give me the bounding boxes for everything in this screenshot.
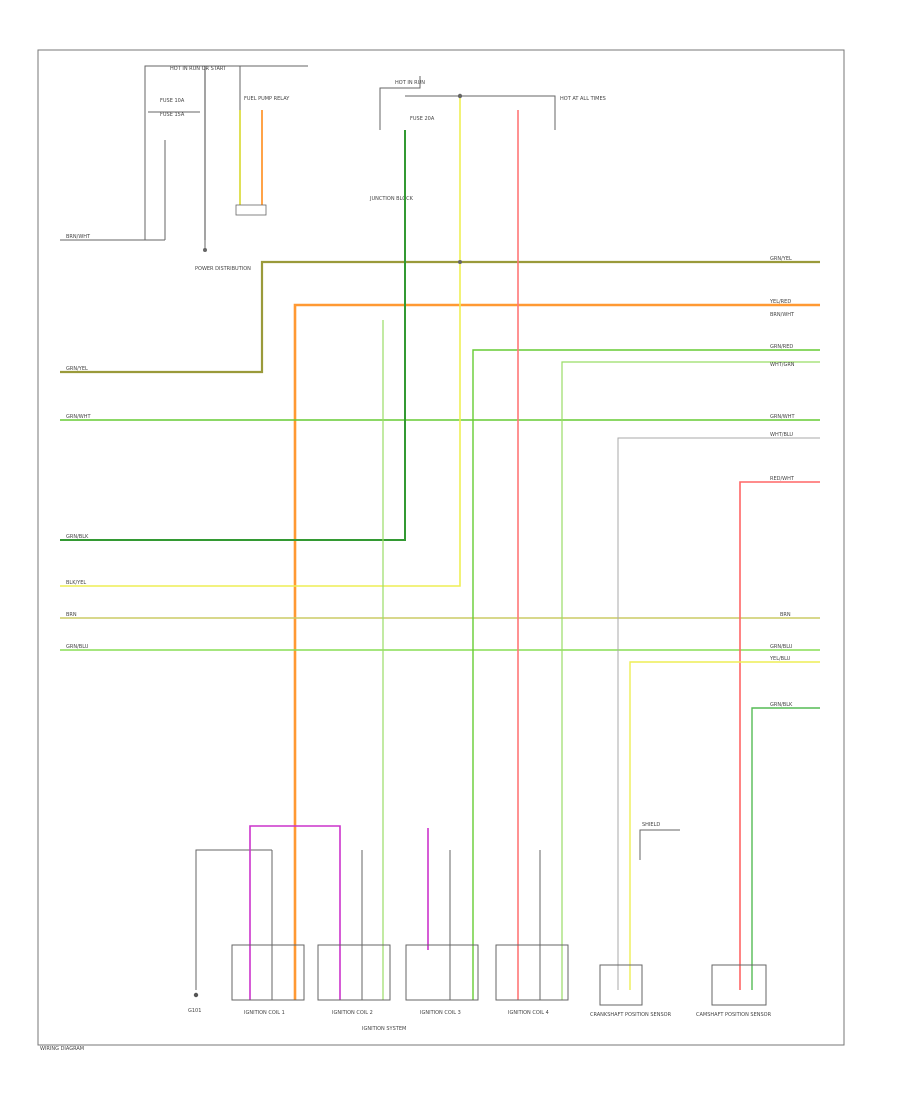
- fuse-block-left-label: HOT IN RUN OR START: [170, 66, 227, 72]
- left-wire-label: GRN/BLK: [66, 534, 89, 540]
- right-wire-label: GRN/BLU: [770, 644, 793, 650]
- relay-label: FUEL PUMP RELAY: [244, 96, 290, 102]
- right-wire-label: GRN/BLK: [770, 702, 793, 708]
- component-label: IGNITION COIL 3: [420, 1010, 461, 1016]
- fuse-left-a-label: FUSE 10A: [160, 98, 185, 104]
- coil-box: [405, 944, 479, 1001]
- component-label: IGNITION COIL 1: [244, 1010, 285, 1016]
- right-wire-label: GRN/RED: [770, 344, 793, 350]
- ground-label: G101: [188, 1008, 201, 1014]
- sensors-area: SHIELD CRANKSHAFT POSITION SENSOR CAMSHA…: [590, 822, 772, 1018]
- left-wire-labels: BRN/WHT GRN/YEL GRN/WHT GRN/BLK BLK/YEL …: [66, 234, 91, 650]
- right-wire-label: RED/WHT: [770, 476, 795, 482]
- main-label: IGNITION SYSTEM: [362, 1026, 406, 1032]
- right-wire-label: BRN: [780, 612, 791, 618]
- left-wire-label: BLK/YEL: [66, 580, 86, 586]
- right-wire-label: GRN/YEL: [770, 256, 792, 262]
- shield-label: SHIELD: [642, 822, 660, 828]
- left-wire-label: BRN: [66, 612, 77, 618]
- left-wire-label: GRN/BLU: [66, 644, 89, 650]
- right-wire-labels: GRN/YEL YEL/RED BRN/WHT GRN/RED WHT/GRN …: [769, 256, 795, 708]
- right-wire-label: GRN/WHT: [770, 414, 795, 420]
- ignition-coils-area: G101 IGNITION COIL 1 IGNITION COIL 2 IGN…: [188, 825, 569, 1032]
- left-wire-label: BRN/WHT: [66, 234, 91, 240]
- component-label: CAMSHAFT POSITION SENSOR: [696, 1012, 772, 1018]
- bus-label: HOT IN RUN: [395, 80, 425, 86]
- coil-box: [231, 944, 305, 1001]
- hot-at-all-times-label: HOT AT ALL TIMES: [560, 96, 606, 102]
- coil-box: [495, 944, 569, 1001]
- fuse-left-b-label: FUSE 15A: [160, 112, 185, 118]
- fuse-right-label: FUSE 20A: [410, 116, 435, 122]
- top-fuse-area: FUSE 10A FUSE 15A FUEL PUMP RELAY HOT IN…: [60, 65, 606, 272]
- right-wire-label: YEL/RED: [769, 299, 791, 305]
- component-label: IGNITION COIL 4: [508, 1010, 549, 1016]
- connector-left-label: POWER DISTRIBUTION: [195, 266, 251, 272]
- wire-rails: [60, 93, 820, 1000]
- sensor-box: [599, 964, 643, 1006]
- sensor-box: [711, 964, 767, 1006]
- right-wire-label: YEL/BLU: [769, 656, 791, 662]
- diagram-frame: [37, 49, 845, 1046]
- coil-box: [317, 944, 391, 1001]
- right-wire-label: WHT/GRN: [770, 362, 795, 368]
- connector-right-label: JUNCTION BLOCK: [369, 196, 414, 202]
- left-wire-label: GRN/WHT: [66, 414, 91, 420]
- right-wire-label: BRN/WHT: [770, 312, 795, 318]
- corner-label: WIRING DIAGRAM: [40, 1046, 84, 1052]
- component-label: CRANKSHAFT POSITION SENSOR: [590, 1012, 672, 1018]
- left-wire-label: GRN/YEL: [66, 366, 88, 372]
- component-label: IGNITION COIL 2: [332, 1010, 373, 1016]
- right-wire-label: WHT/BLU: [770, 432, 793, 438]
